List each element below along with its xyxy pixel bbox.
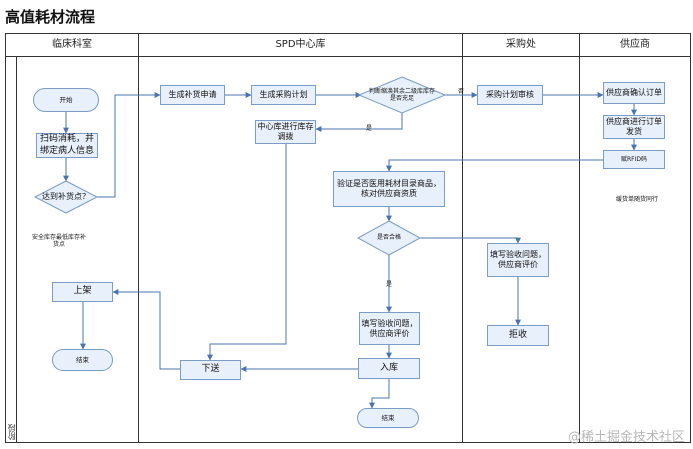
fill-acceptance-purchase-step: 填写验收问题，供应商评价: [487, 243, 549, 277]
fill-acceptance-center-step: 填写验收问题，供应商评价: [359, 312, 420, 345]
lane-divider-2: [462, 56, 463, 442]
edge-rfid-verify: [386, 159, 604, 172]
decision-stock-diamond: [357, 76, 447, 114]
rfid-code-step: 赋RFID码: [603, 150, 665, 169]
watermark: @稀土掘金技术社区: [567, 430, 685, 445]
edge-label-yes-1: 是: [365, 125, 372, 133]
edge-decision-restock: [97, 92, 161, 198]
generate-purchase-plan-step: 生成采购计划: [251, 85, 316, 105]
scan-consume-step: 扫码消耗，并绑定病人信息: [36, 133, 98, 158]
lane-header-purchasing: 采购处: [463, 34, 580, 56]
invoice-note: 缓货单随货同行: [615, 196, 658, 204]
supplier-confirm-step: 供应商确认订单: [603, 82, 665, 104]
swimlane-diagram: 临床科室 SPD中心库 采购处 供应商 阶段: [5, 33, 691, 443]
edge-label-no-1: 否: [457, 88, 464, 96]
qualified-decision-label: 是否合格: [376, 234, 401, 242]
edge-in-end: [369, 379, 390, 409]
center-transfer-step: 中心库进行库存调拨: [255, 120, 316, 144]
phase-column-divider: [16, 56, 17, 442]
reject-step: 拒收: [487, 325, 549, 346]
shelve-step: 上架: [52, 282, 113, 302]
edge-qualified-fill-purchase: [420, 237, 521, 244]
edge-label-yes-2: 是: [385, 281, 392, 289]
purchase-review-step: 采购计划审核: [477, 85, 543, 105]
supplier-ship-step: 供应商进行订单发货: [603, 115, 665, 139]
lane-header-clinical: 临床科室: [6, 34, 139, 56]
safety-stock-note: 安全库存最低库存补货点: [32, 233, 87, 249]
end-center-node: 结束: [357, 408, 419, 428]
check-stock-decision-label: 判断缩涣其余二级库库存是否充足: [368, 87, 435, 103]
decision-qualified-diamond: [356, 220, 422, 256]
lane-divider-1: [138, 56, 139, 442]
page-title: 高值耗材流程: [5, 8, 96, 26]
start-node: 开始: [33, 88, 99, 112]
deliver-step: 下送: [180, 360, 241, 380]
generate-restock-step: 生成补货申请: [160, 85, 225, 105]
edge-deliver-shelve: [112, 289, 180, 370]
lane-divider-3: [579, 56, 580, 442]
warehouse-in-step: 入库: [358, 358, 420, 379]
decision-restock-diamond: [33, 180, 99, 214]
header-separator: [6, 56, 690, 57]
lane-header-supplier: 供应商: [620, 39, 650, 50]
edge-check-transfer: [315, 113, 403, 132]
end-clinical-node: 结束: [52, 349, 113, 371]
lane-header-spd: SPD中心库: [139, 34, 463, 56]
restock-decision-label: 达到补货点？: [42, 192, 90, 201]
verify-catalog-step: 验证是否医用耗材目录商品，核对供应商资质: [333, 171, 445, 207]
edge-transfer-deliver: [207, 144, 287, 361]
